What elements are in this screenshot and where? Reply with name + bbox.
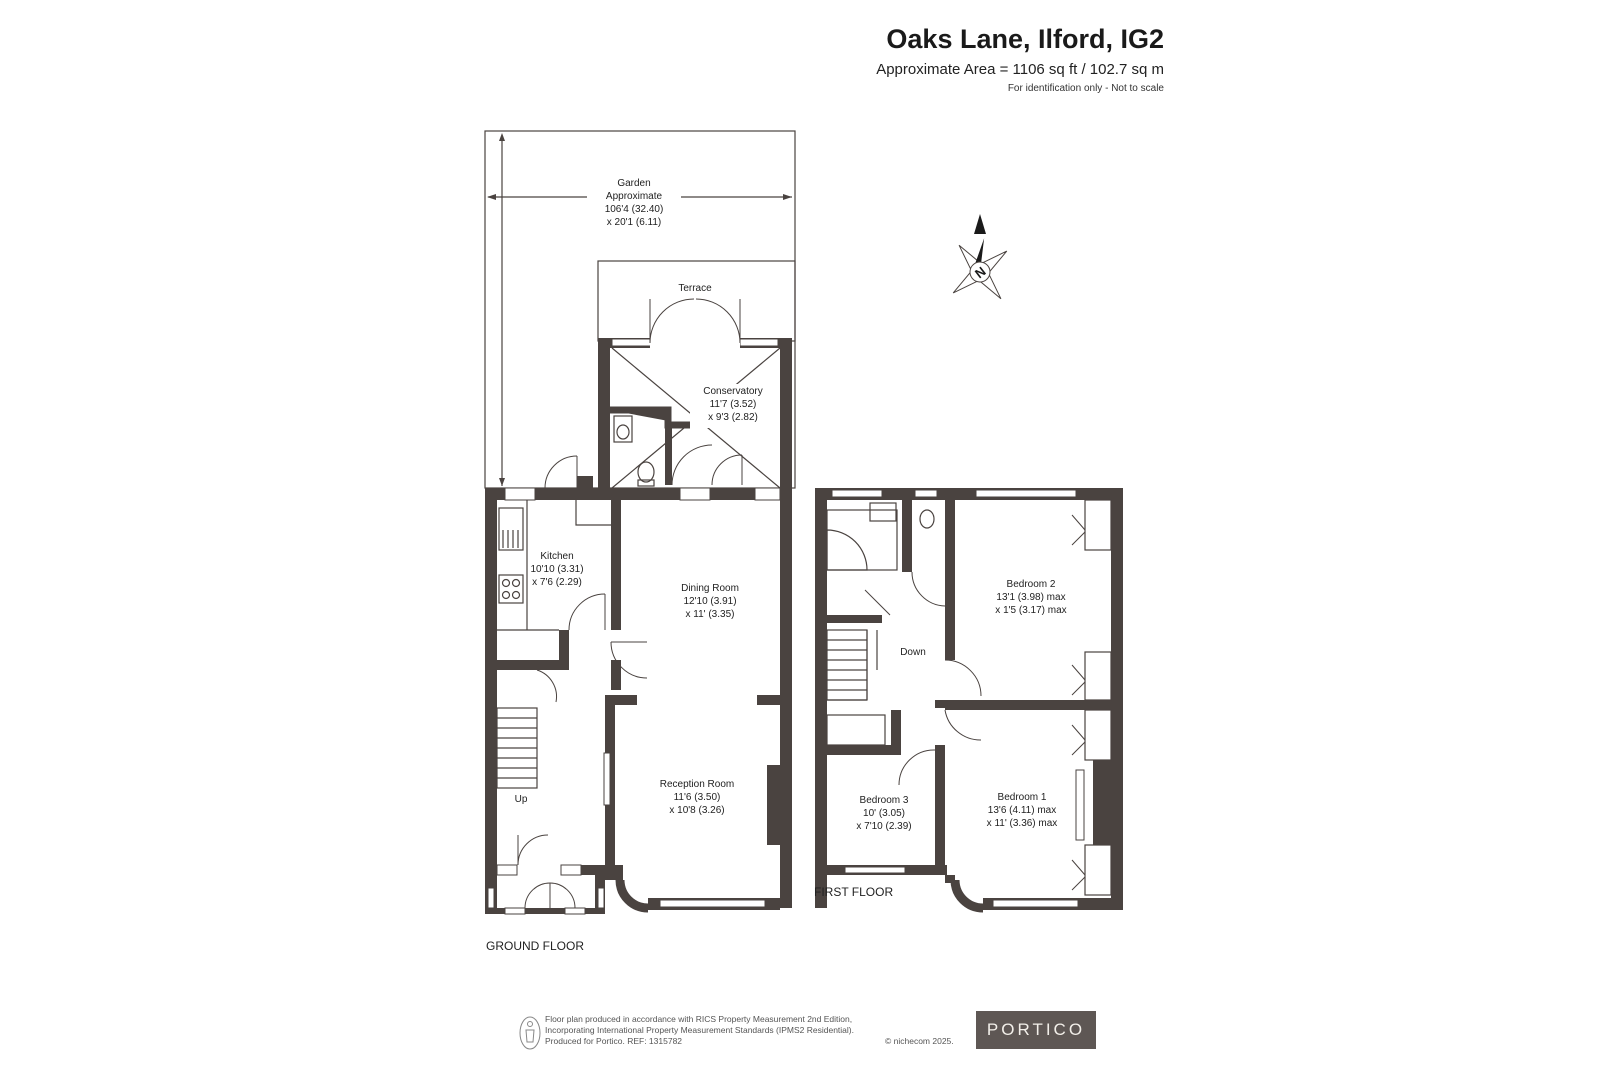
first-floor-plan [815,488,1123,913]
footer-copyright: © nichecom 2025. [885,1036,954,1046]
ground-floor-plan [484,130,796,915]
page-title: Oaks Lane, Ilford, IG2 [886,24,1164,54]
kitchen-dim-2: x 7'6 (2.29) [532,577,582,588]
reception-room-label: Reception Room [660,779,734,790]
bedroom-3-dim-1: 10' (3.05) [863,808,905,819]
garden-dim-2: x 20'1 (6.11) [607,217,662,228]
dining-room-dim-1: 12'10 (3.91) [683,596,736,607]
stairs-up-label: Up [515,794,528,805]
bedroom-2-label: Bedroom 2 [1007,579,1056,590]
conservatory-label: Conservatory [703,386,762,397]
garden-dim-1: 106'4 (32.40) [605,204,664,215]
portico-logo: PORTICO [976,1011,1096,1049]
approximate-area: Approximate Area = 1106 sq ft / 102.7 sq… [876,61,1164,78]
conservatory-dim-1: 11'7 (3.52) [710,399,757,410]
wall [485,488,497,908]
conservatory-dim-2: x 9'3 (2.82) [708,412,758,423]
bedroom-3-dim-2: x 7'10 (2.39) [856,821,911,832]
bedroom-1-dim-2: x 11' (3.36) max [987,818,1058,829]
garden-label: Garden [617,178,650,189]
footer-disclaimer: Floor plan produced in accordance with R… [545,1014,965,1047]
scale-note: For identification only - Not to scale [1007,83,1164,94]
reception-room-dim-2: x 10'8 (3.26) [669,805,724,816]
footer-line-3: Produced for Portico. REF: 1315782 [545,1036,683,1046]
rics-person-icon [519,1016,541,1050]
bedroom-2-dim-1: 13'1 (3.98) max [996,592,1065,603]
terrace-outline [597,260,796,342]
bedroom-1-label: Bedroom 1 [998,792,1047,803]
garden-approx-label: Approximate [606,191,663,202]
compass-rose-icon: N [952,214,1008,300]
dining-room-dim-2: x 11' (3.35) [686,609,735,620]
reception-room-dim-1: 11'6 (3.50) [674,792,721,803]
ground-floor-label: GROUND FLOOR [486,939,584,953]
terrace-label: Terrace [678,283,712,294]
footer-line-2: Incorporating International Property Mea… [545,1025,854,1035]
kitchen-dim-1: 10'10 (3.31) [530,564,583,575]
footer-line-1: Floor plan produced in accordance with R… [545,1014,853,1024]
dining-room-label: Dining Room [681,583,739,594]
bedroom-3-label: Bedroom 3 [860,795,909,806]
bedroom-2-dim-2: x 1'5 (3.17) max [995,605,1066,616]
stairs-down-label: Down [900,647,926,658]
kitchen-label: Kitchen [540,551,573,562]
bedroom-1-dim-1: 13'6 (4.11) max [988,805,1056,816]
first-floor-label: FIRST FLOOR [814,885,893,899]
